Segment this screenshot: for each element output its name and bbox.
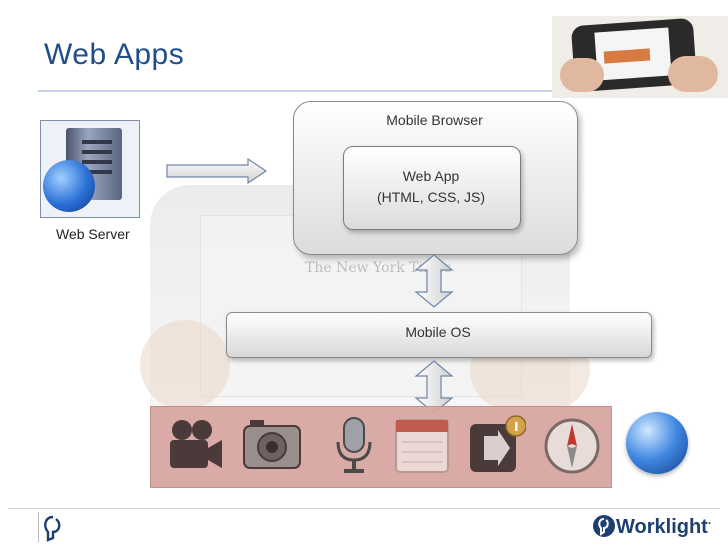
slide-title: Web Apps	[44, 38, 185, 71]
compass-icon	[544, 418, 600, 474]
notification-icon	[470, 415, 526, 472]
microphone-icon	[336, 417, 372, 473]
globe-icon	[626, 412, 688, 474]
background-masthead: The New York Times	[305, 260, 452, 276]
mobile-os-box	[226, 312, 652, 358]
server-slot	[82, 140, 112, 144]
server-slot	[82, 150, 112, 154]
web-app-box	[343, 146, 521, 230]
worklight-brand: Worklight·	[616, 516, 712, 539]
footer-rule	[8, 508, 720, 509]
server-slot	[82, 160, 112, 164]
mobile-browser-label: Mobile Browser	[386, 112, 483, 128]
device-capabilities-band	[150, 406, 612, 488]
server-slot	[82, 170, 112, 174]
title-underline	[38, 90, 558, 92]
phone-photo-left-hand	[560, 58, 604, 92]
globe-icon	[43, 160, 95, 212]
calendar-icon	[395, 419, 449, 473]
photo-camera-icon	[243, 420, 301, 469]
worklight-logo-icon	[593, 515, 615, 537]
phone-photo-right-hand	[668, 56, 718, 92]
web-app-label: Web App	[402, 168, 460, 184]
mobile-os-label: Mobile OS	[405, 324, 471, 340]
web-app-tech-label: (HTML, CSS, JS)	[376, 189, 486, 205]
worklight-brand-text: Worklight	[616, 516, 708, 538]
web-server-label: Web Server	[56, 226, 130, 242]
background-hand-left	[140, 320, 230, 410]
worklight-small-logo-icon	[44, 515, 61, 542]
video-camera-icon	[170, 420, 222, 468]
footer-divider	[38, 512, 39, 542]
arrow-right-icon	[166, 158, 268, 184]
worklight-brand-mark: ·	[707, 516, 712, 530]
double-arrow-browser-os-icon	[414, 254, 454, 308]
